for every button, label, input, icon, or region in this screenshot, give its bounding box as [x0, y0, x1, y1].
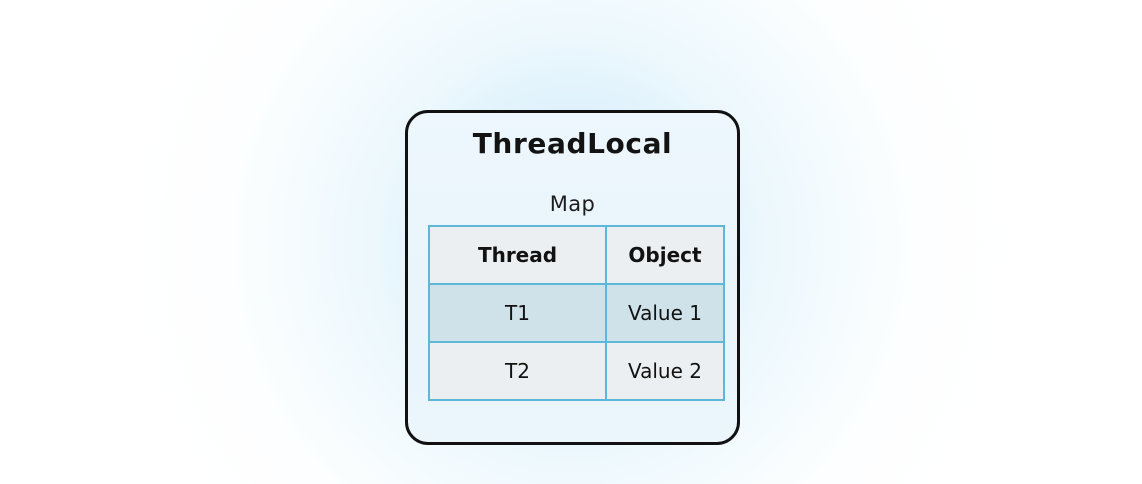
- column-header-object: Object: [605, 225, 725, 285]
- threadlocal-card: ThreadLocal Map Thread Object T1 Value 1…: [405, 110, 740, 445]
- cell-value: Value 2: [605, 341, 725, 401]
- page-title: ThreadLocal: [472, 127, 673, 160]
- table-row: T2 Value 2: [428, 341, 725, 401]
- map-table: Thread Object T1 Value 1 T2 Value 2: [428, 225, 725, 401]
- table-row: T1 Value 1: [428, 283, 725, 343]
- cell-thread: T2: [428, 341, 607, 401]
- cell-value: Value 1: [605, 283, 725, 343]
- table-header-row: Thread Object: [428, 225, 725, 285]
- column-header-thread: Thread: [428, 225, 607, 285]
- cell-thread: T1: [428, 283, 607, 343]
- map-label: Map: [549, 192, 596, 216]
